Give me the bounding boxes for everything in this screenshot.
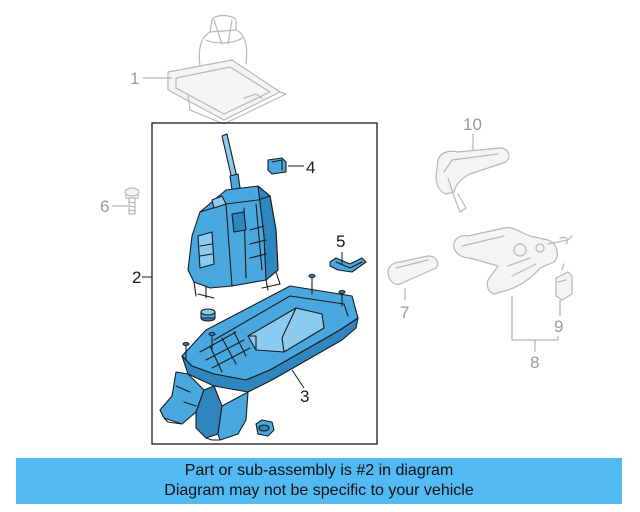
callout-3: 3 <box>300 387 309 406</box>
parts-diagram: 1 10 6 2 4 5 3 7 9 8 <box>100 14 573 445</box>
part-10-handle <box>435 147 510 213</box>
nut <box>255 419 275 437</box>
part-7-grip <box>387 255 439 285</box>
part-9-bracket <box>555 263 573 301</box>
banner-line-2: Diagram may not be specific to your vehi… <box>164 482 474 499</box>
info-banner: Part or sub-assembly is #2 in diagram Di… <box>16 458 622 504</box>
part-3-base <box>159 273 359 441</box>
callout-10: 10 <box>463 115 482 134</box>
part-1-shift-boot-bezel <box>167 14 287 125</box>
shifter-mechanism <box>187 133 281 299</box>
callout-2: 2 <box>132 268 141 287</box>
callout-1: 1 <box>130 69 139 88</box>
part-8-lever-assembly <box>453 227 573 295</box>
banner-line-1: Part or sub-assembly is #2 in diagram <box>184 462 454 479</box>
callout-8: 8 <box>530 353 539 372</box>
assembly-2-box <box>151 122 378 445</box>
callout-5: 5 <box>336 232 345 251</box>
part-6-bolt <box>124 187 140 215</box>
grommet <box>200 308 216 322</box>
callout-7: 7 <box>400 303 409 322</box>
callout-4: 4 <box>306 158 315 177</box>
callout-6: 6 <box>100 197 109 216</box>
part-5-bracket <box>329 257 367 273</box>
callout-9: 9 <box>554 317 563 336</box>
part-4-clip <box>267 157 287 175</box>
